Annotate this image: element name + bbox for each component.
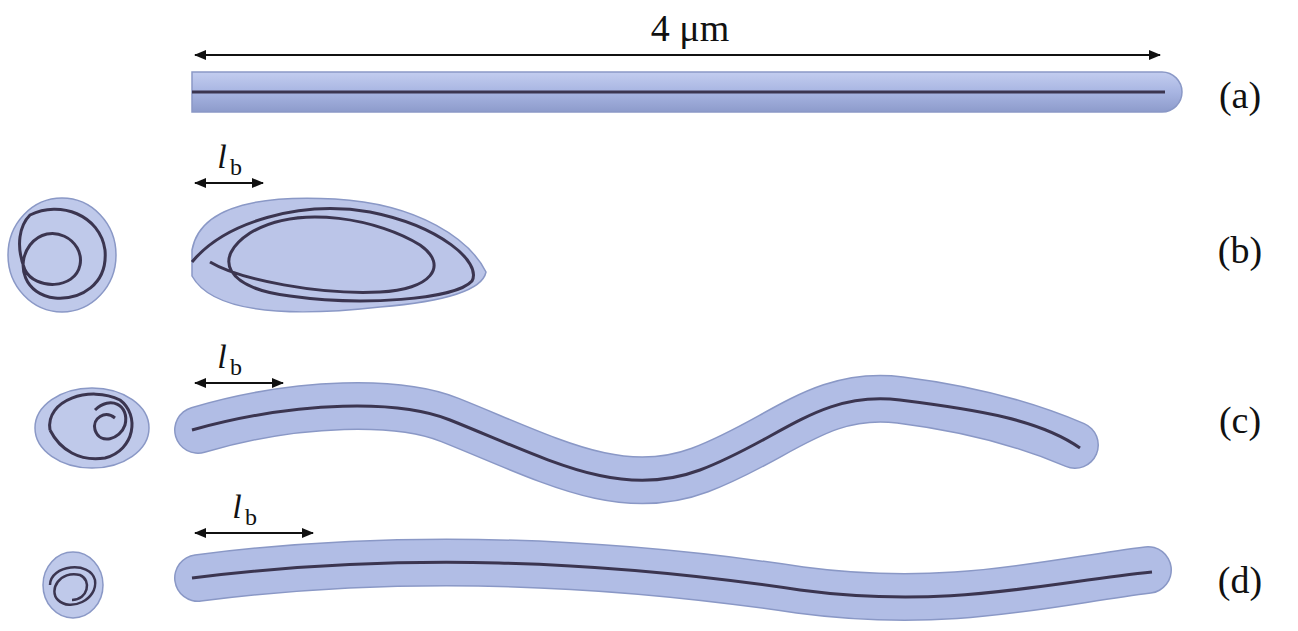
collapsed-blob — [192, 198, 486, 312]
rod-centerline — [192, 91, 1165, 94]
tube-centerline — [192, 399, 1080, 481]
lb-dimension — [195, 382, 283, 384]
wavy-tube — [198, 399, 1075, 481]
length-dimension — [195, 54, 1160, 56]
panel-label: (a) — [1219, 76, 1261, 114]
symbol-label: l — [232, 490, 241, 524]
end-view — [35, 388, 149, 468]
panel-label: (c) — [1219, 401, 1261, 439]
end-view-loops — [50, 394, 132, 459]
symbol-label: l — [217, 340, 226, 374]
symbol-label: l — [217, 140, 226, 174]
wavy-tube-edge — [198, 399, 1075, 481]
lb-dimension — [195, 532, 313, 534]
end-view-loops — [20, 209, 106, 298]
end-view — [43, 552, 103, 618]
dimension-label: 4 μm — [651, 9, 729, 47]
subscript-label: b — [230, 355, 242, 379]
straight-rod — [192, 72, 1182, 112]
end-view — [8, 198, 116, 312]
lb-dimension — [195, 182, 263, 184]
blob-centerline — [192, 209, 473, 301]
panel-label: (d) — [1218, 561, 1262, 599]
subscript-label: b — [230, 155, 242, 179]
subscript-label: b — [245, 505, 257, 529]
end-view-loops — [50, 567, 95, 605]
tube-centerline — [192, 562, 1152, 597]
panel-label: (b) — [1218, 231, 1262, 269]
